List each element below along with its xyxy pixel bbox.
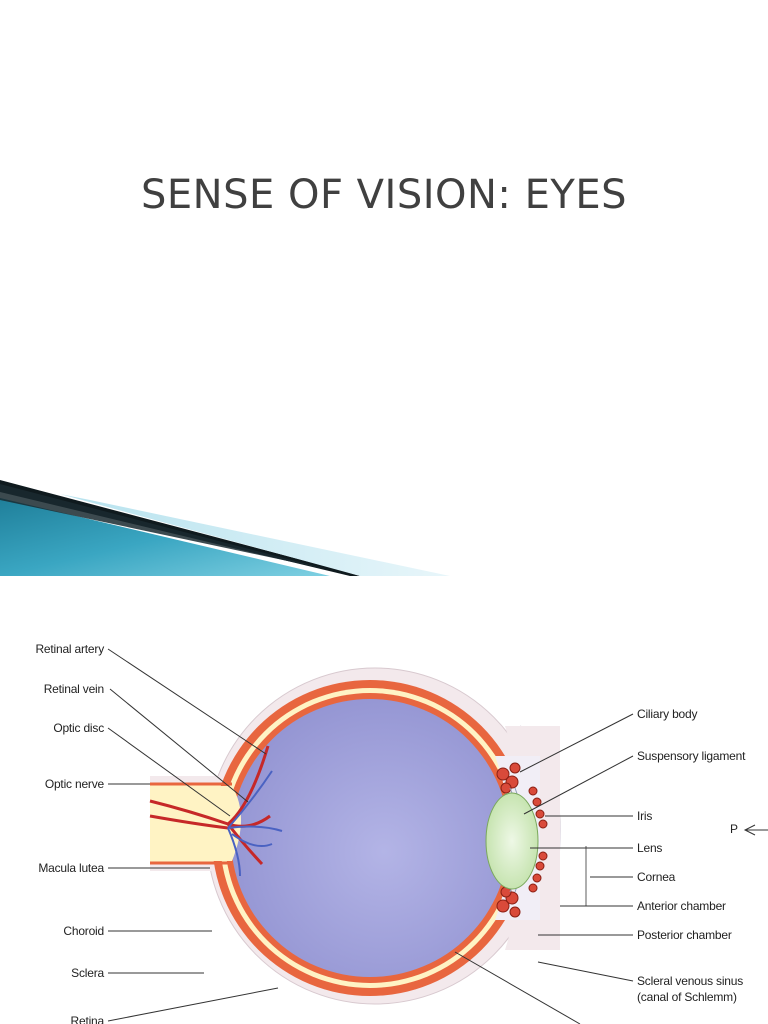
eye-diagram: Retinal artery Retinal vein Optic disc O… [0,576,768,1024]
decorative-swoosh [0,480,450,576]
label-optic-disc: Optic disc [53,721,104,735]
label-retina: Retina [70,1014,105,1024]
label-sclera: Sclera [71,966,104,980]
label-cornea: Cornea [637,870,676,884]
label-choroid: Choroid [63,924,104,938]
label-canal-of-schlemm: (canal of Schlemm) [637,990,737,1004]
label-optic-nerve: Optic nerve [44,777,104,791]
label-scleral-venous-sinus: Scleral venous sinus [637,974,744,988]
ciliary-body [496,762,521,918]
label-macula-lutea: Macula lutea [38,861,104,875]
label-ciliary-body: Ciliary body [637,707,698,721]
retinal-vein [227,770,283,877]
vitreous-body [231,699,509,977]
iris [528,786,548,893]
label-suspensory-ligament: Suspensory ligament [637,749,746,763]
label-retinal-artery: Retinal artery [35,642,104,656]
eye-illustration [107,648,768,1024]
leader-lines [107,648,768,1024]
title-slide: SENSE OF VISION: EYES [0,172,627,576]
lens [485,792,539,890]
label-retinal-vein: Retinal vein [43,682,105,696]
label-anterior-chamber: Anterior chamber [637,899,726,913]
label-iris: Iris [637,809,653,823]
slide-title: SENSE OF VISION: EYES [141,172,627,218]
retinal-artery [149,745,271,866]
label-lens: Lens [637,841,663,855]
label-marker-p: P [730,822,738,836]
label-posterior-chamber: Posterior chamber [637,928,732,942]
